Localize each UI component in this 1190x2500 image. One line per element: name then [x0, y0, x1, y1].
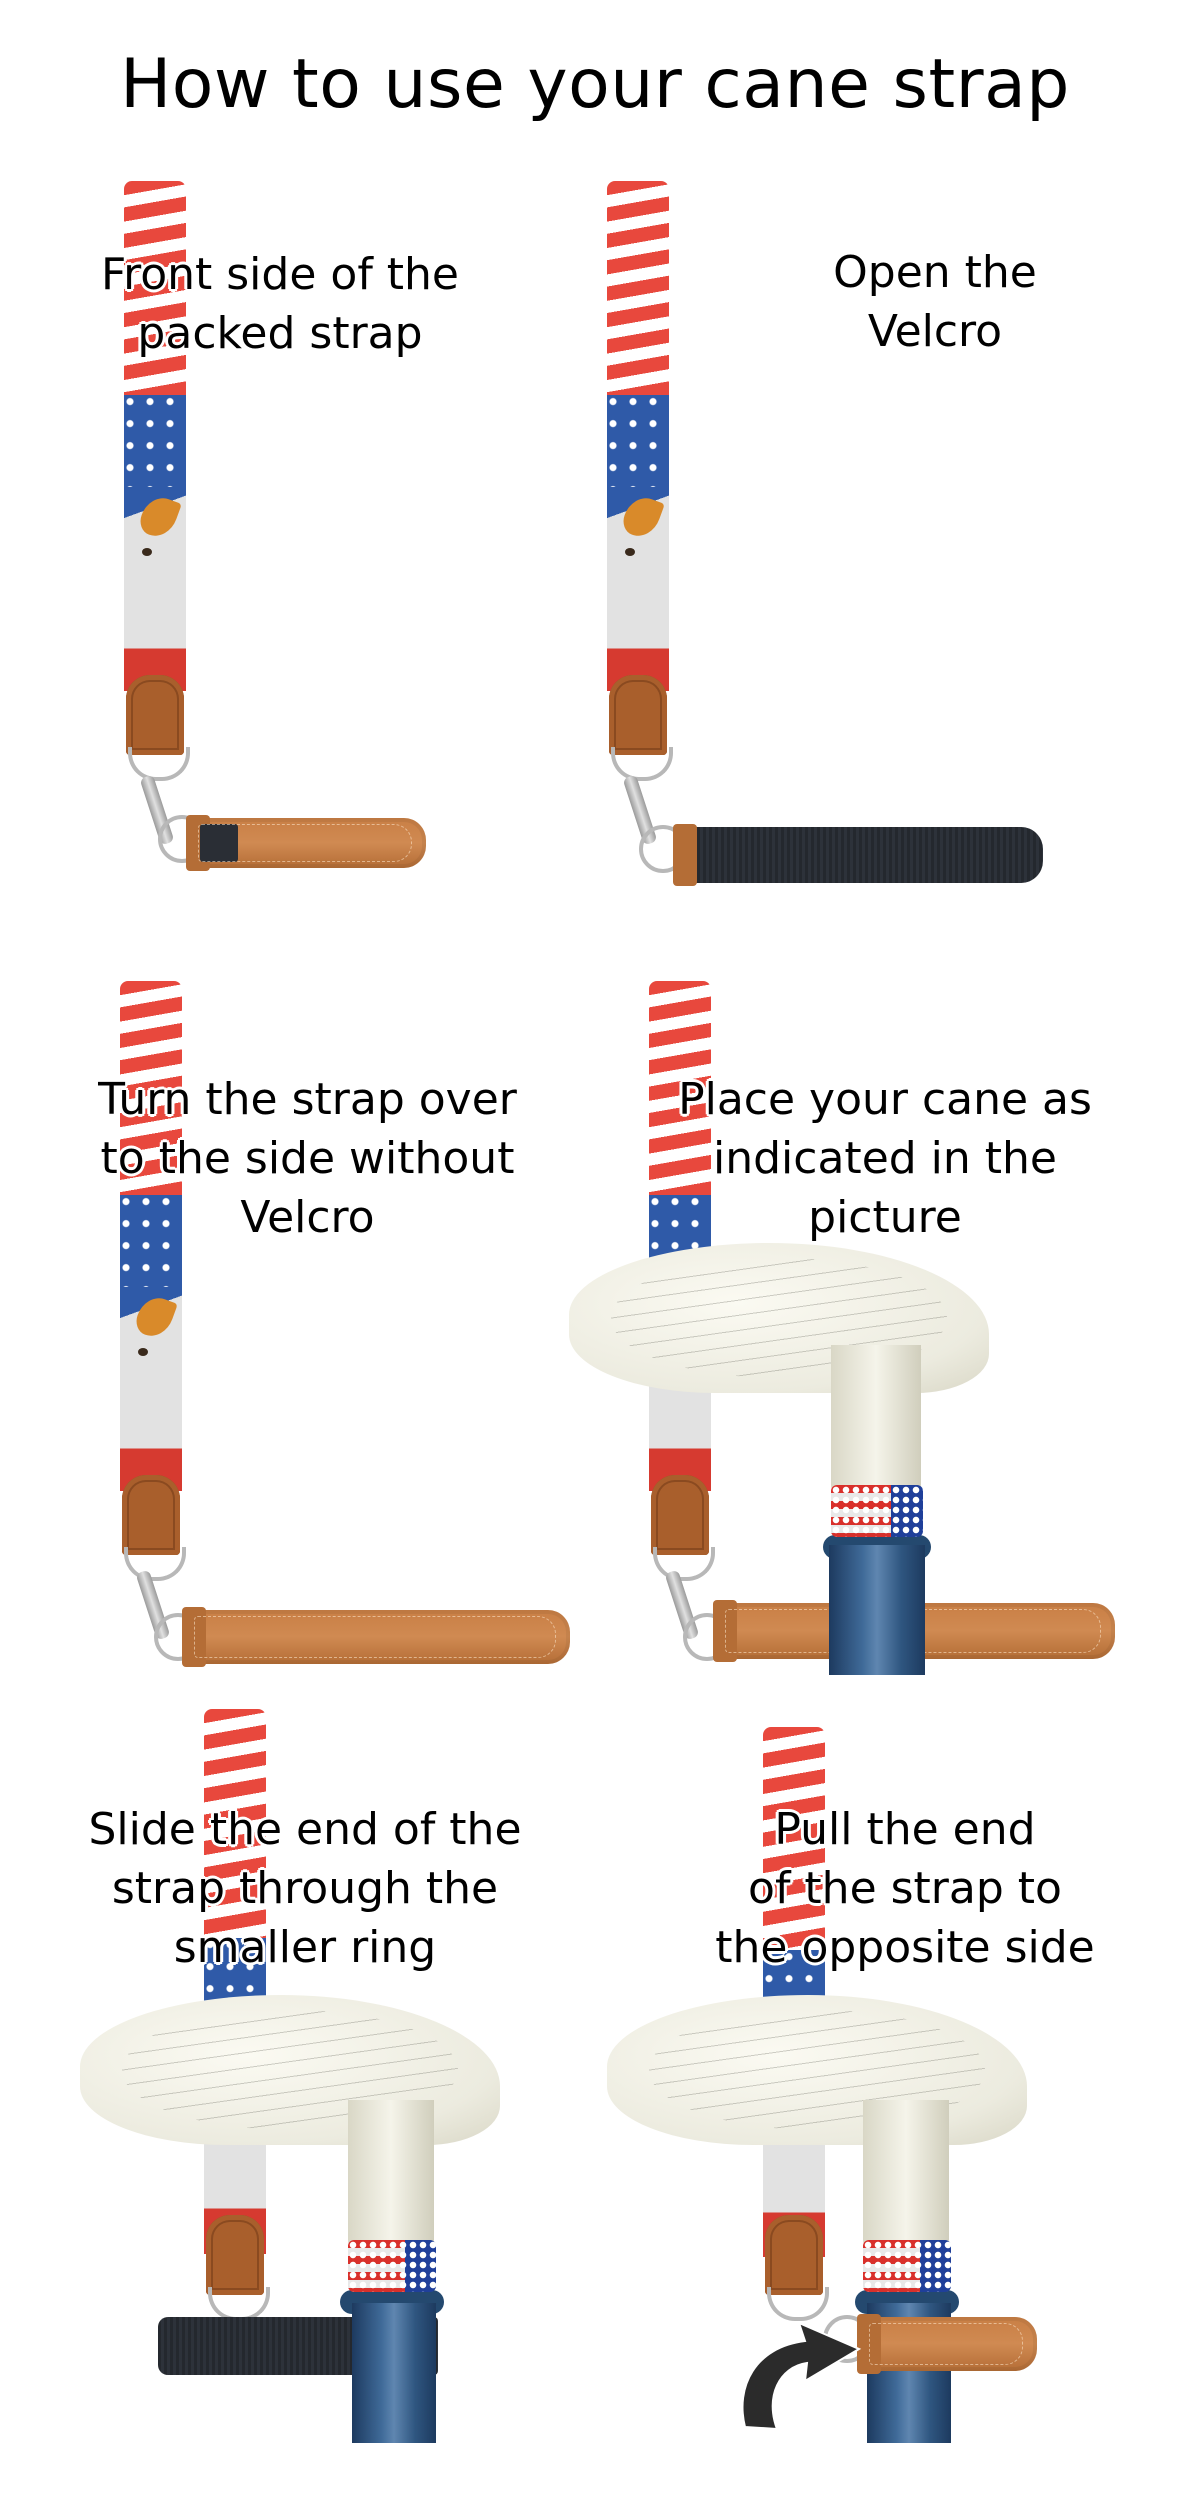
caption-line: picture	[808, 1192, 962, 1243]
step-caption: Front side of the packed strap	[0, 245, 560, 363]
cane-collar	[863, 2240, 951, 2292]
caption-line: indicated in the	[713, 1133, 1057, 1184]
cane-shaft	[352, 2303, 436, 2443]
cane-collar	[348, 2240, 436, 2292]
leather-tab	[122, 1475, 180, 1555]
caption-line: Slide the end of the	[88, 1804, 522, 1855]
page-title: How to use your cane strap	[120, 45, 1070, 124]
d-ring	[767, 2287, 829, 2321]
d-ring	[128, 747, 190, 781]
strap-band	[673, 824, 1043, 886]
leather-tab	[206, 2215, 264, 2295]
leather-tab	[609, 675, 667, 755]
caption-line: Velcro	[240, 1192, 375, 1243]
lanyard-strap	[607, 181, 669, 691]
d-ring	[124, 1547, 186, 1581]
caption-line: packed strap	[137, 308, 423, 359]
cane-collar	[831, 1485, 923, 1537]
strap-band	[186, 815, 426, 871]
strap-band	[857, 2314, 1037, 2374]
step-2-panel: Open the Velcro	[595, 175, 1190, 905]
leather-tab	[651, 1475, 709, 1555]
caption-line: the opposite side	[715, 1922, 1095, 1973]
step-1-panel: Front side of the packed strap	[0, 175, 595, 905]
caption-line: smaller ring	[173, 1922, 437, 1973]
cane-neck	[831, 1345, 921, 1495]
cane-neck	[348, 2100, 434, 2250]
caption-line: of the strap to	[748, 1863, 1062, 1914]
caption-line: Open the	[833, 247, 1037, 298]
caption-line: Turn the strap over	[98, 1074, 517, 1125]
caption-line: to the side without	[100, 1133, 515, 1184]
curved-arrow-icon	[741, 2321, 862, 2431]
leather-tab	[126, 675, 184, 755]
leather-tab	[765, 2215, 823, 2295]
cane-neck	[863, 2100, 949, 2250]
d-ring	[208, 2287, 270, 2321]
step-caption: Place your cane as indicated in the pict…	[625, 1070, 1145, 1247]
cane-handle	[80, 1995, 500, 2145]
caption-line: strap through the	[111, 1863, 499, 1914]
cane-handle	[607, 1995, 1027, 2145]
step-5-panel: Slide the end of the strap through the s…	[0, 1705, 595, 2445]
caption-line: Place your cane as	[678, 1074, 1092, 1125]
lanyard-strap	[124, 181, 186, 691]
caption-line: Front side of the	[100, 249, 459, 300]
lanyard-strap	[120, 981, 182, 1491]
cane-shaft	[829, 1545, 925, 1675]
cane-handle	[569, 1243, 989, 1393]
step-caption: Slide the end of the strap through the s…	[10, 1800, 600, 1977]
step-caption: Open the Velcro	[685, 243, 1185, 361]
d-ring	[653, 1547, 715, 1581]
step-4-panel: Place your cane as indicated in the pict…	[569, 975, 1190, 1705]
d-ring	[611, 747, 673, 781]
caption-line: Velcro	[867, 306, 1003, 357]
step-3-panel: Turn the strap over to the side without …	[0, 975, 595, 1705]
step-caption: Pull the end of the strap to the opposit…	[645, 1800, 1165, 1977]
strap-band	[182, 1607, 570, 1667]
caption-line: Pull the end	[774, 1804, 1036, 1855]
step-caption: Turn the strap over to the side without …	[20, 1070, 595, 1247]
lanyard-strap	[204, 1709, 266, 2254]
step-6-panel: Pull the end of the strap to the opposit…	[595, 1705, 1190, 2445]
